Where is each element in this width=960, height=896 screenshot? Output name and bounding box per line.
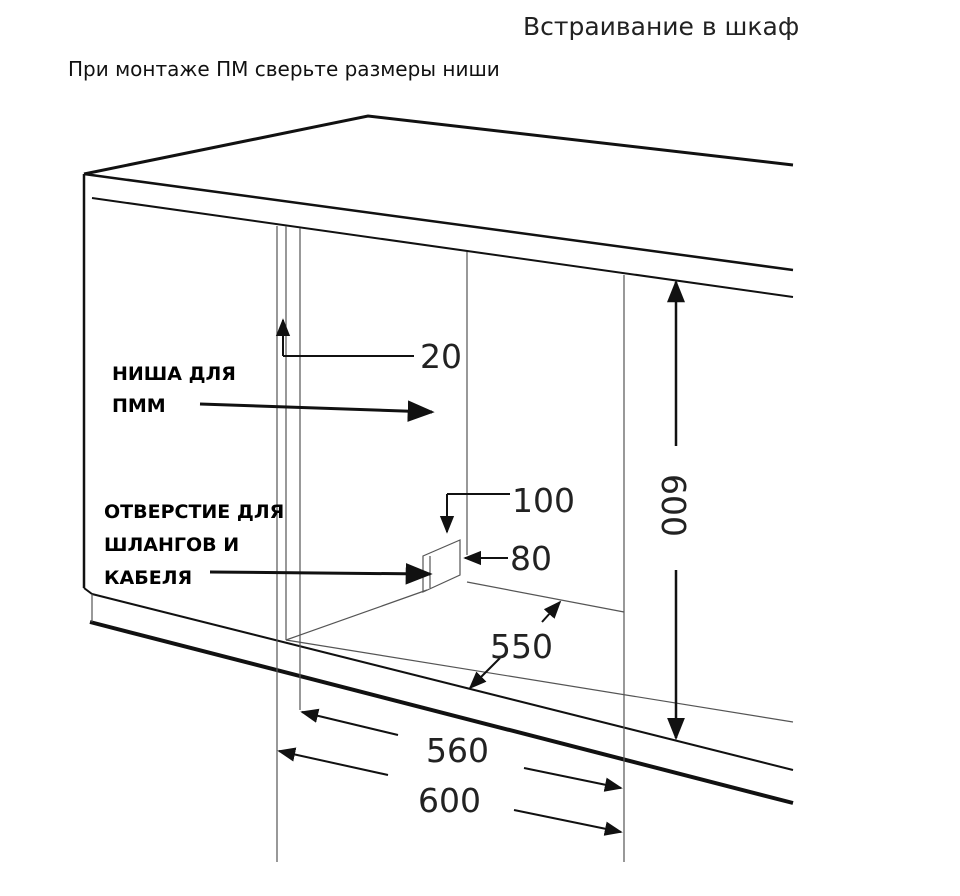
niche-label-line2: ПММ (112, 395, 166, 417)
dim-outer-width: 600 (277, 747, 623, 836)
hole-callout: ОТВЕРСТИЕ ДЛЯ ШЛАНГОВ И КАБЕЛЯ (104, 501, 433, 589)
hole-label-line2: ШЛАНГОВ И (104, 534, 239, 556)
dim-height: 600 (654, 279, 693, 741)
left-cabinet-panel (82, 198, 794, 805)
dim-hole-height: 100 (439, 481, 575, 534)
niche-callout: НИША ДЛЯ ПММ (112, 363, 435, 422)
dim-top-gap: 20 (275, 318, 462, 376)
hose-cable-hole (422, 539, 461, 593)
hole-label-line1: ОТВЕРСТИЕ ДЛЯ (104, 501, 284, 523)
dim-hole-width-value: 80 (510, 539, 552, 578)
dim-depth-value: 550 (490, 627, 553, 666)
dim-height-value: 600 (654, 474, 693, 537)
dim-inner-width-value: 560 (426, 731, 489, 770)
diagram-subtitle: При монтаже ПМ сверьте размеры ниши (68, 57, 500, 81)
niche-label-line1: НИША ДЛЯ (112, 363, 236, 385)
hole-label-line3: КАБЕЛЯ (104, 567, 192, 589)
diagram-title: Встраивание в шкаф (523, 12, 800, 41)
dim-hole-width: 80 (463, 539, 552, 578)
niche-floor (285, 581, 794, 723)
dim-inner-width: 560 (300, 708, 623, 792)
dim-outer-width-value: 600 (418, 781, 481, 820)
dim-top-gap-value: 20 (420, 337, 462, 376)
dim-depth: 550 (468, 600, 562, 690)
dim-hole-height-value: 100 (512, 481, 575, 520)
countertop (82, 114, 794, 298)
